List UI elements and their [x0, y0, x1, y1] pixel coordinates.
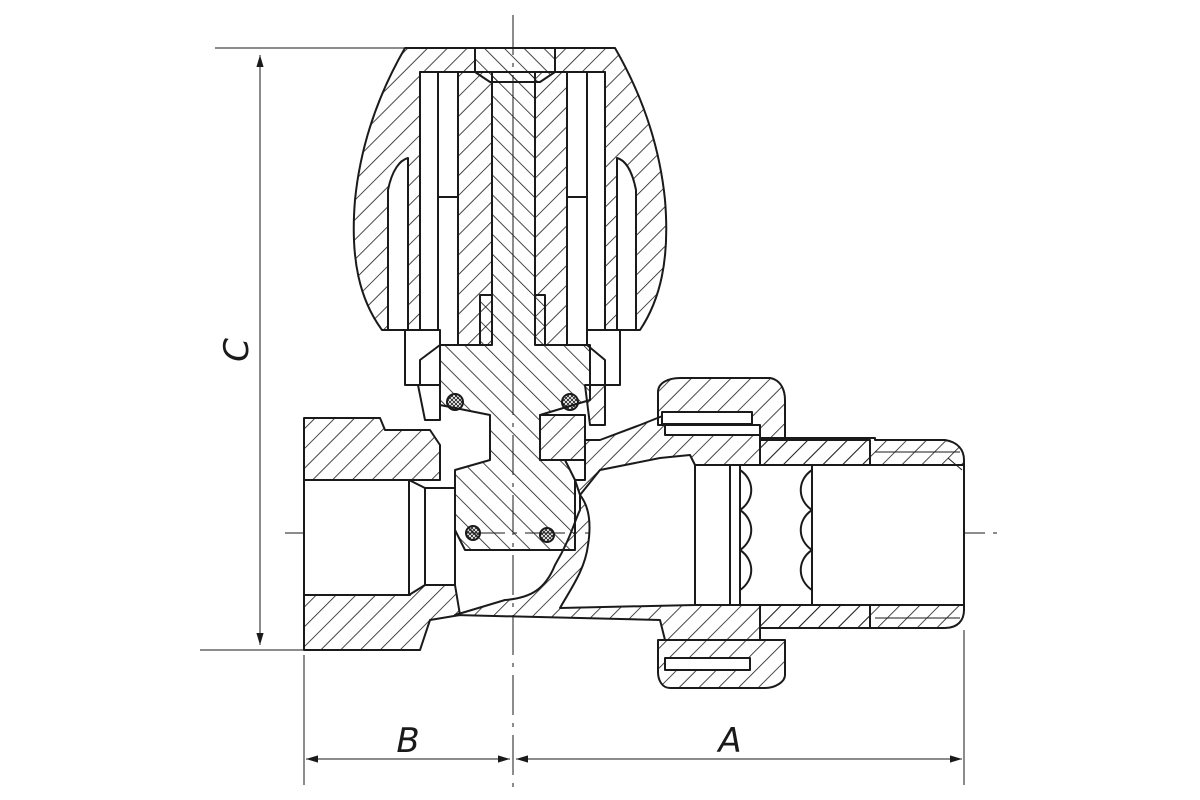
inlet-bore — [303, 479, 410, 596]
cap-rib-left-inner — [437, 71, 459, 198]
inlet-nut-top — [303, 417, 441, 481]
cap-rib-right-inner — [566, 71, 588, 198]
dimension-a-label: A — [716, 721, 741, 761]
gland-body-right — [586, 329, 621, 386]
o-ring-upper-left — [446, 393, 464, 411]
o-ring-lower-right — [539, 527, 555, 543]
seat-insert — [539, 414, 586, 461]
cap-slot-right — [616, 157, 637, 331]
seal-scallops-left — [739, 469, 753, 591]
tailpiece-bore — [694, 464, 965, 606]
dimension-lines — [200, 47, 965, 785]
tailpiece-bottom — [759, 604, 965, 629]
cap-slot-left — [387, 157, 409, 331]
dimension-b-label: B — [396, 721, 419, 761]
o-ring-upper-right — [561, 393, 579, 411]
bonnet-neck-right — [584, 384, 606, 426]
gland-body-left — [404, 329, 441, 386]
seal-scallops-right — [799, 469, 813, 591]
seal-ring — [694, 464, 731, 606]
handwheel-cap — [352, 47, 476, 331]
dimension-c-label: C — [217, 338, 257, 362]
inlet-seat-face — [424, 487, 456, 586]
union-nut-bottom-slot — [664, 657, 751, 671]
union-nut-top — [657, 377, 786, 439]
o-ring-lower-left — [465, 525, 481, 541]
handwheel-cap-right — [554, 47, 668, 331]
cap-rib-right-outer — [586, 71, 606, 333]
union-nut-top-slot — [661, 411, 753, 425]
bonnet-neck-left — [417, 384, 441, 421]
cap-rib-left-outer — [419, 71, 439, 333]
inlet-seat-ring — [408, 479, 426, 596]
